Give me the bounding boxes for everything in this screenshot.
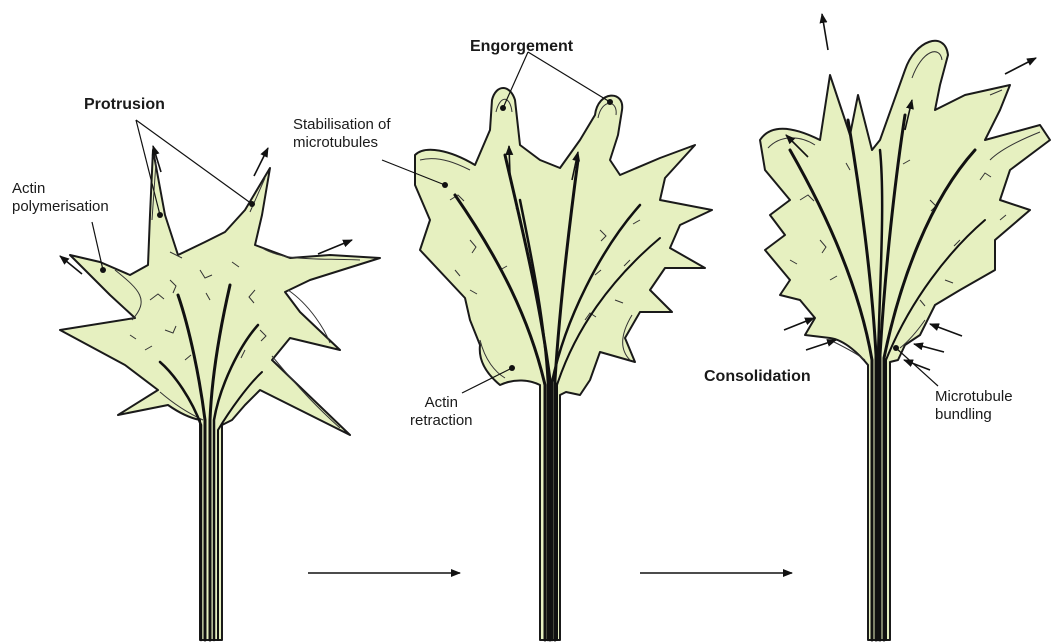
label-protrusion: Protrusion	[84, 96, 165, 114]
marker-dot-2c	[442, 182, 448, 188]
stage-engorgement	[382, 52, 712, 640]
arrow-3a	[822, 14, 828, 50]
marker-dot-2d	[509, 365, 515, 371]
marker-dot-2b	[607, 99, 613, 105]
marker-dot-2a	[500, 105, 506, 111]
label-consolidation: Consolidation	[704, 368, 811, 386]
marker-dot-1a	[157, 212, 163, 218]
marker-dot-1c	[100, 267, 106, 273]
arrow-2a	[509, 146, 510, 175]
leader-lines-3	[896, 348, 938, 386]
arrow-3h	[914, 344, 944, 352]
growth-cone-2-outline	[415, 88, 712, 640]
label-actin-retraction: Actin retraction	[410, 394, 473, 430]
arrow-3b	[1005, 58, 1036, 74]
marker-dot-1b	[249, 201, 255, 207]
arrow-1d	[318, 240, 352, 254]
label-stabilisation: Stabilisation of microtubules	[293, 116, 391, 152]
stage-consolidation	[760, 14, 1050, 640]
arrow-3i	[904, 360, 930, 370]
label-microtubule-bundling: Microtubule bundling	[935, 388, 1013, 424]
arrow-1b	[254, 148, 268, 176]
arrow-3g	[930, 324, 962, 336]
label-engorgement: Engorgement	[470, 38, 573, 56]
label-actin-polymerisation: Actin polymerisation	[12, 180, 109, 216]
arrow-3f	[806, 340, 836, 350]
marker-dot-3a	[893, 345, 899, 351]
growth-cone-3-outline	[760, 41, 1050, 640]
